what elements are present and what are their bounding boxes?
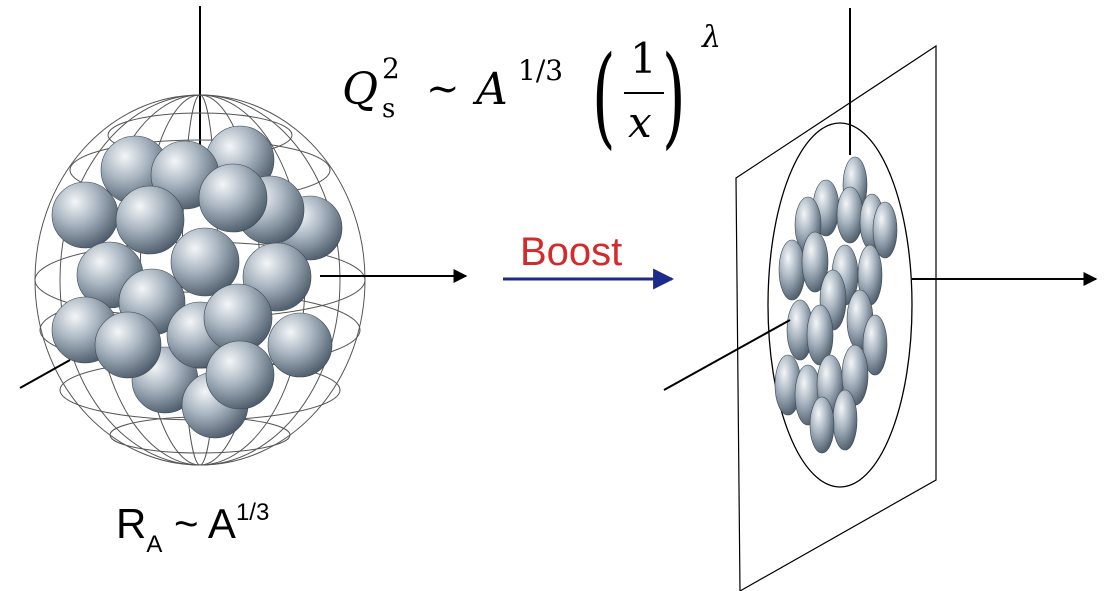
left-depth-axis xyxy=(19,359,71,389)
transverse-plane xyxy=(735,44,937,591)
formula-lambda-exponent: λ xyxy=(702,20,722,55)
formula-denominator: x xyxy=(628,98,652,147)
saturation-scale-formula: Q 2 s ~ A 1/3 ( 1 x ) λ xyxy=(342,14,742,174)
radius-r: R xyxy=(116,500,147,547)
contracted-nucleus xyxy=(663,8,1098,591)
formula-a-exponent: 1/3 xyxy=(518,54,564,87)
flattened-nucleons xyxy=(774,156,898,454)
formula-sim: ~ xyxy=(426,66,460,112)
formula-numerator: 1 xyxy=(630,34,657,83)
formula-q-exponent: 2 xyxy=(382,52,400,85)
nuclear-radius-label: RA ~ A1/3 xyxy=(116,499,270,558)
formula-q: Q xyxy=(342,64,379,115)
right-depth-axis xyxy=(663,319,791,391)
formula-a: A xyxy=(476,64,508,115)
formula-right-paren: ) xyxy=(662,32,686,160)
radius-subscript: A xyxy=(146,531,163,558)
formula-left-paren: ( xyxy=(592,32,616,160)
formula-q-subscript: s xyxy=(382,94,396,124)
formula-fraction-bar xyxy=(624,92,664,94)
radius-sim: ~ xyxy=(162,500,208,547)
nucleons xyxy=(51,125,343,439)
radius-a: A xyxy=(207,500,236,547)
spherical-nucleus xyxy=(19,6,468,466)
boost-label: Boost xyxy=(520,230,623,274)
disc-outline xyxy=(767,122,913,488)
radius-exponent: 1/3 xyxy=(235,499,270,526)
